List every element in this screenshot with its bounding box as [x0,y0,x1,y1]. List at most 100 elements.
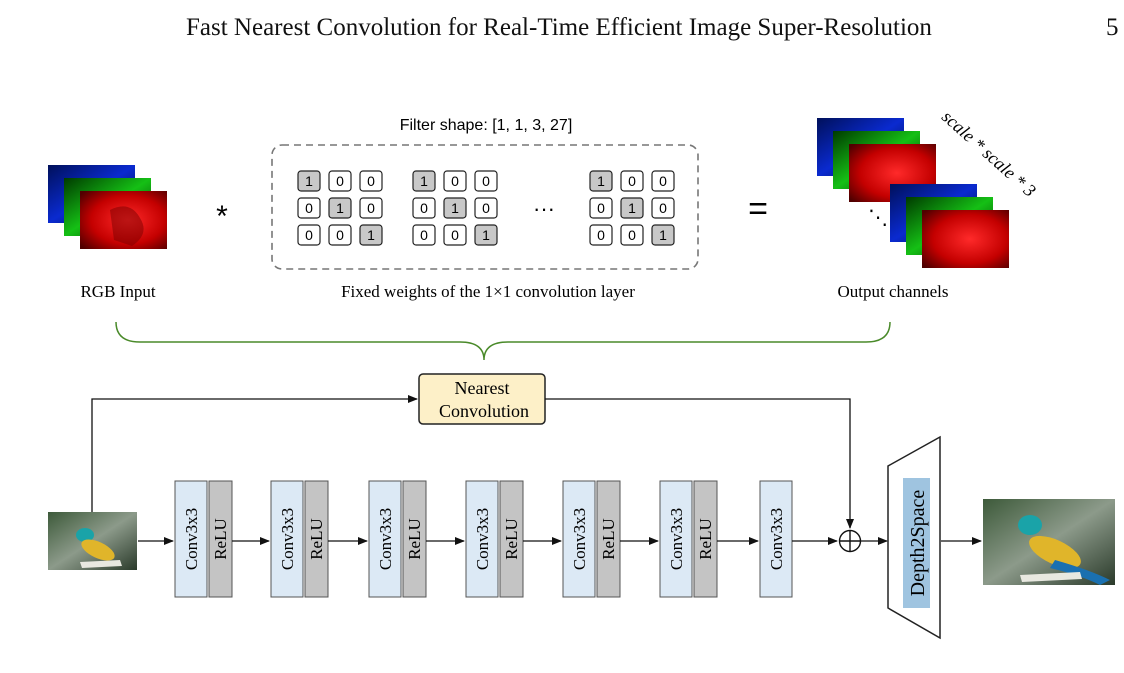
matrix-2-value-1-2: 0 [659,200,667,216]
relu-block-6 [693,480,718,598]
relu-label-1: ReLU [211,518,230,560]
conv3x3-label-1: Conv3x3 [182,508,201,570]
matrix-0-value-0-1: 0 [336,173,344,189]
matrix-1-value-1-2: 0 [482,200,490,216]
matrix-2-value-0-0: 1 [597,173,605,189]
matrix-2-cell-2-2 [651,224,675,246]
matrix-1-value-1-0: 0 [420,200,428,216]
conv3x3-block-6 [659,480,693,598]
page-header-title: Fast Nearest Convolution for Real-Time E… [186,14,932,41]
equals-operator: = [748,190,768,228]
matrix-2-cell-1-0 [589,197,613,219]
matrix-0-cell-0-2 [359,170,383,192]
matrix-0-cell-1-2 [359,197,383,219]
matrix-0-cell-2-2 [359,224,383,246]
skip-connection-arrow [91,395,418,512]
nearest-convolution-line1: Nearest [455,378,510,398]
output-hr-image [983,499,1115,585]
output-red-2 [922,210,1009,268]
matrix-1-cell-1-2 [474,197,498,219]
fixed-weights-label: Fixed weights of the 1×1 convolution lay… [341,282,635,301]
relu-block-2 [304,480,329,598]
matrix-0-cell-2-1 [328,224,352,246]
relu-label-6: ReLU [696,518,715,560]
depth2space-label: Depth2Space [907,490,929,597]
relu-label-2: ReLU [307,518,326,560]
matrix-1-cell-2-0 [412,224,436,246]
conv3x3-block-4 [465,480,499,598]
matrix-0-cell-0-0 [297,170,321,192]
conv3x3-block-1 [174,480,208,598]
conv3x3-label-5: Conv3x3 [570,508,589,570]
matrix-1-cell-2-1 [443,224,467,246]
nearest-output-arrow [545,398,854,529]
matrix-2-cell-1-2 [651,197,675,219]
relu-label-3: ReLU [405,518,424,560]
matrix-2-value-0-2: 0 [659,173,667,189]
matrix-1-value-1-1: 1 [451,200,459,216]
depth2space-highlight [903,478,930,608]
matrix-1-cell-0-0 [412,170,436,192]
matrix-2-value-1-1: 1 [628,200,636,216]
conv3x3-label-7: Conv3x3 [767,508,786,570]
matrix-2-value-2-1: 0 [628,227,636,243]
multiply-operator: * [216,200,228,233]
filter-shape-label: Filter shape: [1, 1, 3, 27] [400,117,573,134]
matrix-0-cell-0-1 [328,170,352,192]
relu-block-3 [402,480,427,598]
output-ellipsis: ⋱ [868,207,888,229]
output-channels-label: Output channels [838,282,949,301]
conv3x3-block-5 [562,480,596,598]
page-number: 5 [1106,14,1119,41]
matrix-2-cell-0-2 [651,170,675,192]
matrix-0-value-1-2: 0 [367,200,375,216]
matrix-0-value-2-1: 0 [336,227,344,243]
matrix-0-cell-1-0 [297,197,321,219]
conv3x3-label-3: Conv3x3 [376,508,395,570]
output-channel-stack [817,118,1009,268]
input-lr-image [48,512,137,570]
matrix-0-cell-2-0 [297,224,321,246]
matrix-1-cell-0-1 [443,170,467,192]
parrot-silhouette [110,206,144,246]
matrix-1-value-2-1: 0 [451,227,459,243]
matrix-2-value-0-1: 0 [628,173,636,189]
conv3x3-block-3 [368,480,402,598]
matrix-0-value-2-0: 0 [305,227,313,243]
matrix-1-value-2-0: 0 [420,227,428,243]
conv3x3-block-2 [270,480,304,598]
matrix-1-cell-1-1 [443,197,467,219]
relu-block-1 [208,480,233,598]
grouping-bracket [115,321,891,361]
rgb-input-stack [48,165,167,249]
matrix-2-cell-2-1 [620,224,644,246]
matrix-0-value-1-1: 1 [336,200,344,216]
conv3x3-label-6: Conv3x3 [667,508,686,570]
relu-block-5 [596,480,621,598]
matrix-1-cell-1-0 [412,197,436,219]
nearest-convolution-line2: Convolution [439,401,529,421]
matrix-1-value-0-2: 0 [482,173,490,189]
conv-relu-chain: Conv3x3 ReLU Conv3x3 ReLU Conv3x3 ReLU Conv3x3… [138,480,838,598]
relu-label-4: ReLU [502,518,521,560]
matrix-0-value-2-2: 1 [367,227,375,243]
matrix-1-cell-0-2 [474,170,498,192]
matrix-0-value-1-0: 0 [305,200,313,216]
conv3x3-label-4: Conv3x3 [473,508,492,570]
relu-block-4 [499,480,524,598]
matrix-2-value-2-2: 1 [659,227,667,243]
matrix-2-cell-2-0 [589,224,613,246]
matrix-1-value-0-0: 1 [420,173,428,189]
matrix-1-value-2-2: 1 [482,227,490,243]
conv3x3-block-7 [759,480,793,598]
matrix-2-value-1-0: 0 [597,200,605,216]
matrix-2-cell-0-0 [589,170,613,192]
fixed-weights-box [271,144,699,270]
matrix-0-value-0-0: 1 [305,173,313,189]
matrix-1-value-0-1: 0 [451,173,459,189]
relu-label-5: ReLU [599,518,618,560]
matrix-0-value-0-2: 0 [367,173,375,189]
matrix-ellipsis: ··· [533,196,555,221]
